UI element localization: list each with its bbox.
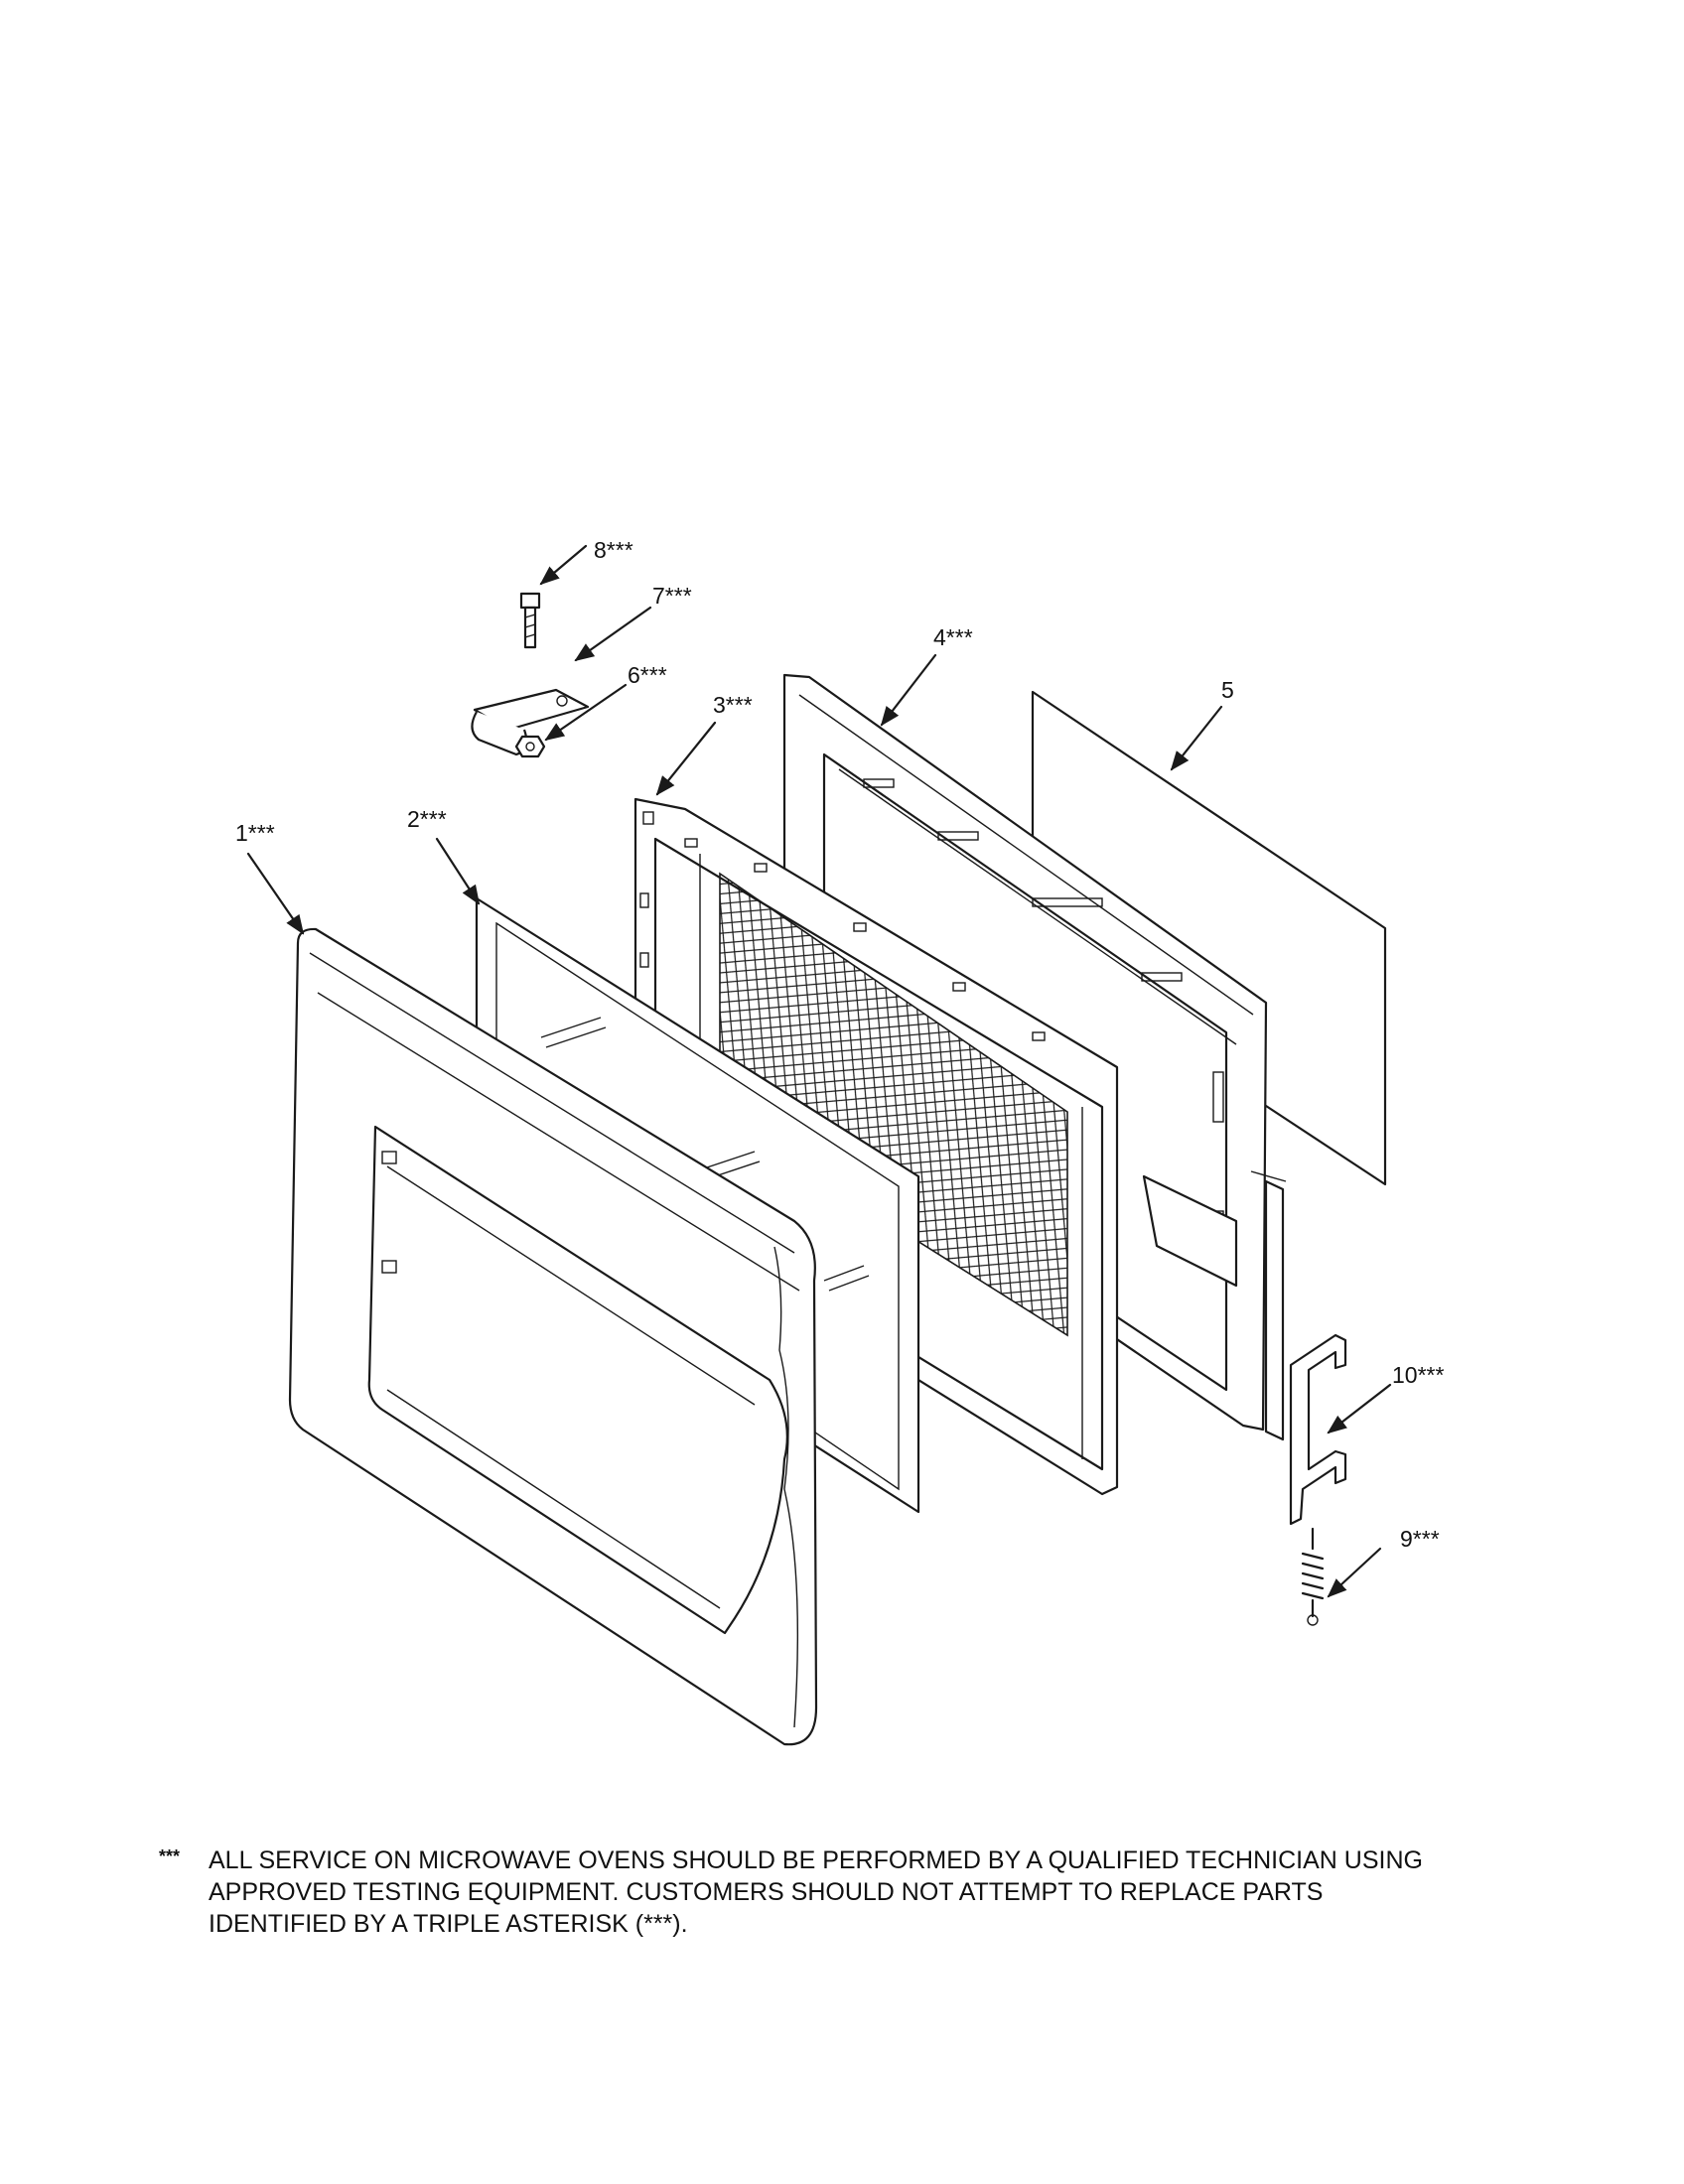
footnote-line-2: APPROVED TESTING EQUIPMENT. CUSTOMERS SH… (209, 1878, 1324, 1906)
callout-label-5: 5 (1221, 677, 1234, 703)
footnote-line-1: ALL SERVICE ON MICROWAVE OVENS SHOULD BE… (209, 1846, 1423, 1874)
callout-label-4: 4*** (933, 624, 973, 650)
part-10-latch-hook (1289, 1333, 1347, 1526)
service-footnote: *** ALL SERVICE ON MICROWAVE OVENS SHOUL… (159, 1844, 1589, 1940)
part-9-spring (1301, 1527, 1325, 1626)
part-1-door-front (288, 927, 818, 1746)
footnote-line-3: IDENTIFIED BY A TRIPLE ASTERISK (***). (209, 1910, 688, 1938)
callout-label-6: 6*** (628, 662, 667, 688)
part-6-nut (514, 735, 546, 758)
callout-label-10: 10*** (1392, 1362, 1444, 1388)
callout-label-3: 3*** (713, 692, 753, 718)
leader-lines (246, 544, 1392, 1598)
callout-label-1: 1*** (235, 820, 275, 846)
part-8-screw (519, 592, 541, 649)
callout-labels: 1*** 2*** 3*** 4*** 5 6*** 7*** 8*** 10*… (235, 537, 1444, 1552)
callout-label-7: 7*** (652, 583, 692, 609)
footnote-marker: *** (159, 1846, 181, 1866)
callout-label-8: 8*** (594, 537, 633, 563)
callout-label-9: 9*** (1400, 1526, 1440, 1552)
callout-label-2: 2*** (407, 806, 447, 832)
